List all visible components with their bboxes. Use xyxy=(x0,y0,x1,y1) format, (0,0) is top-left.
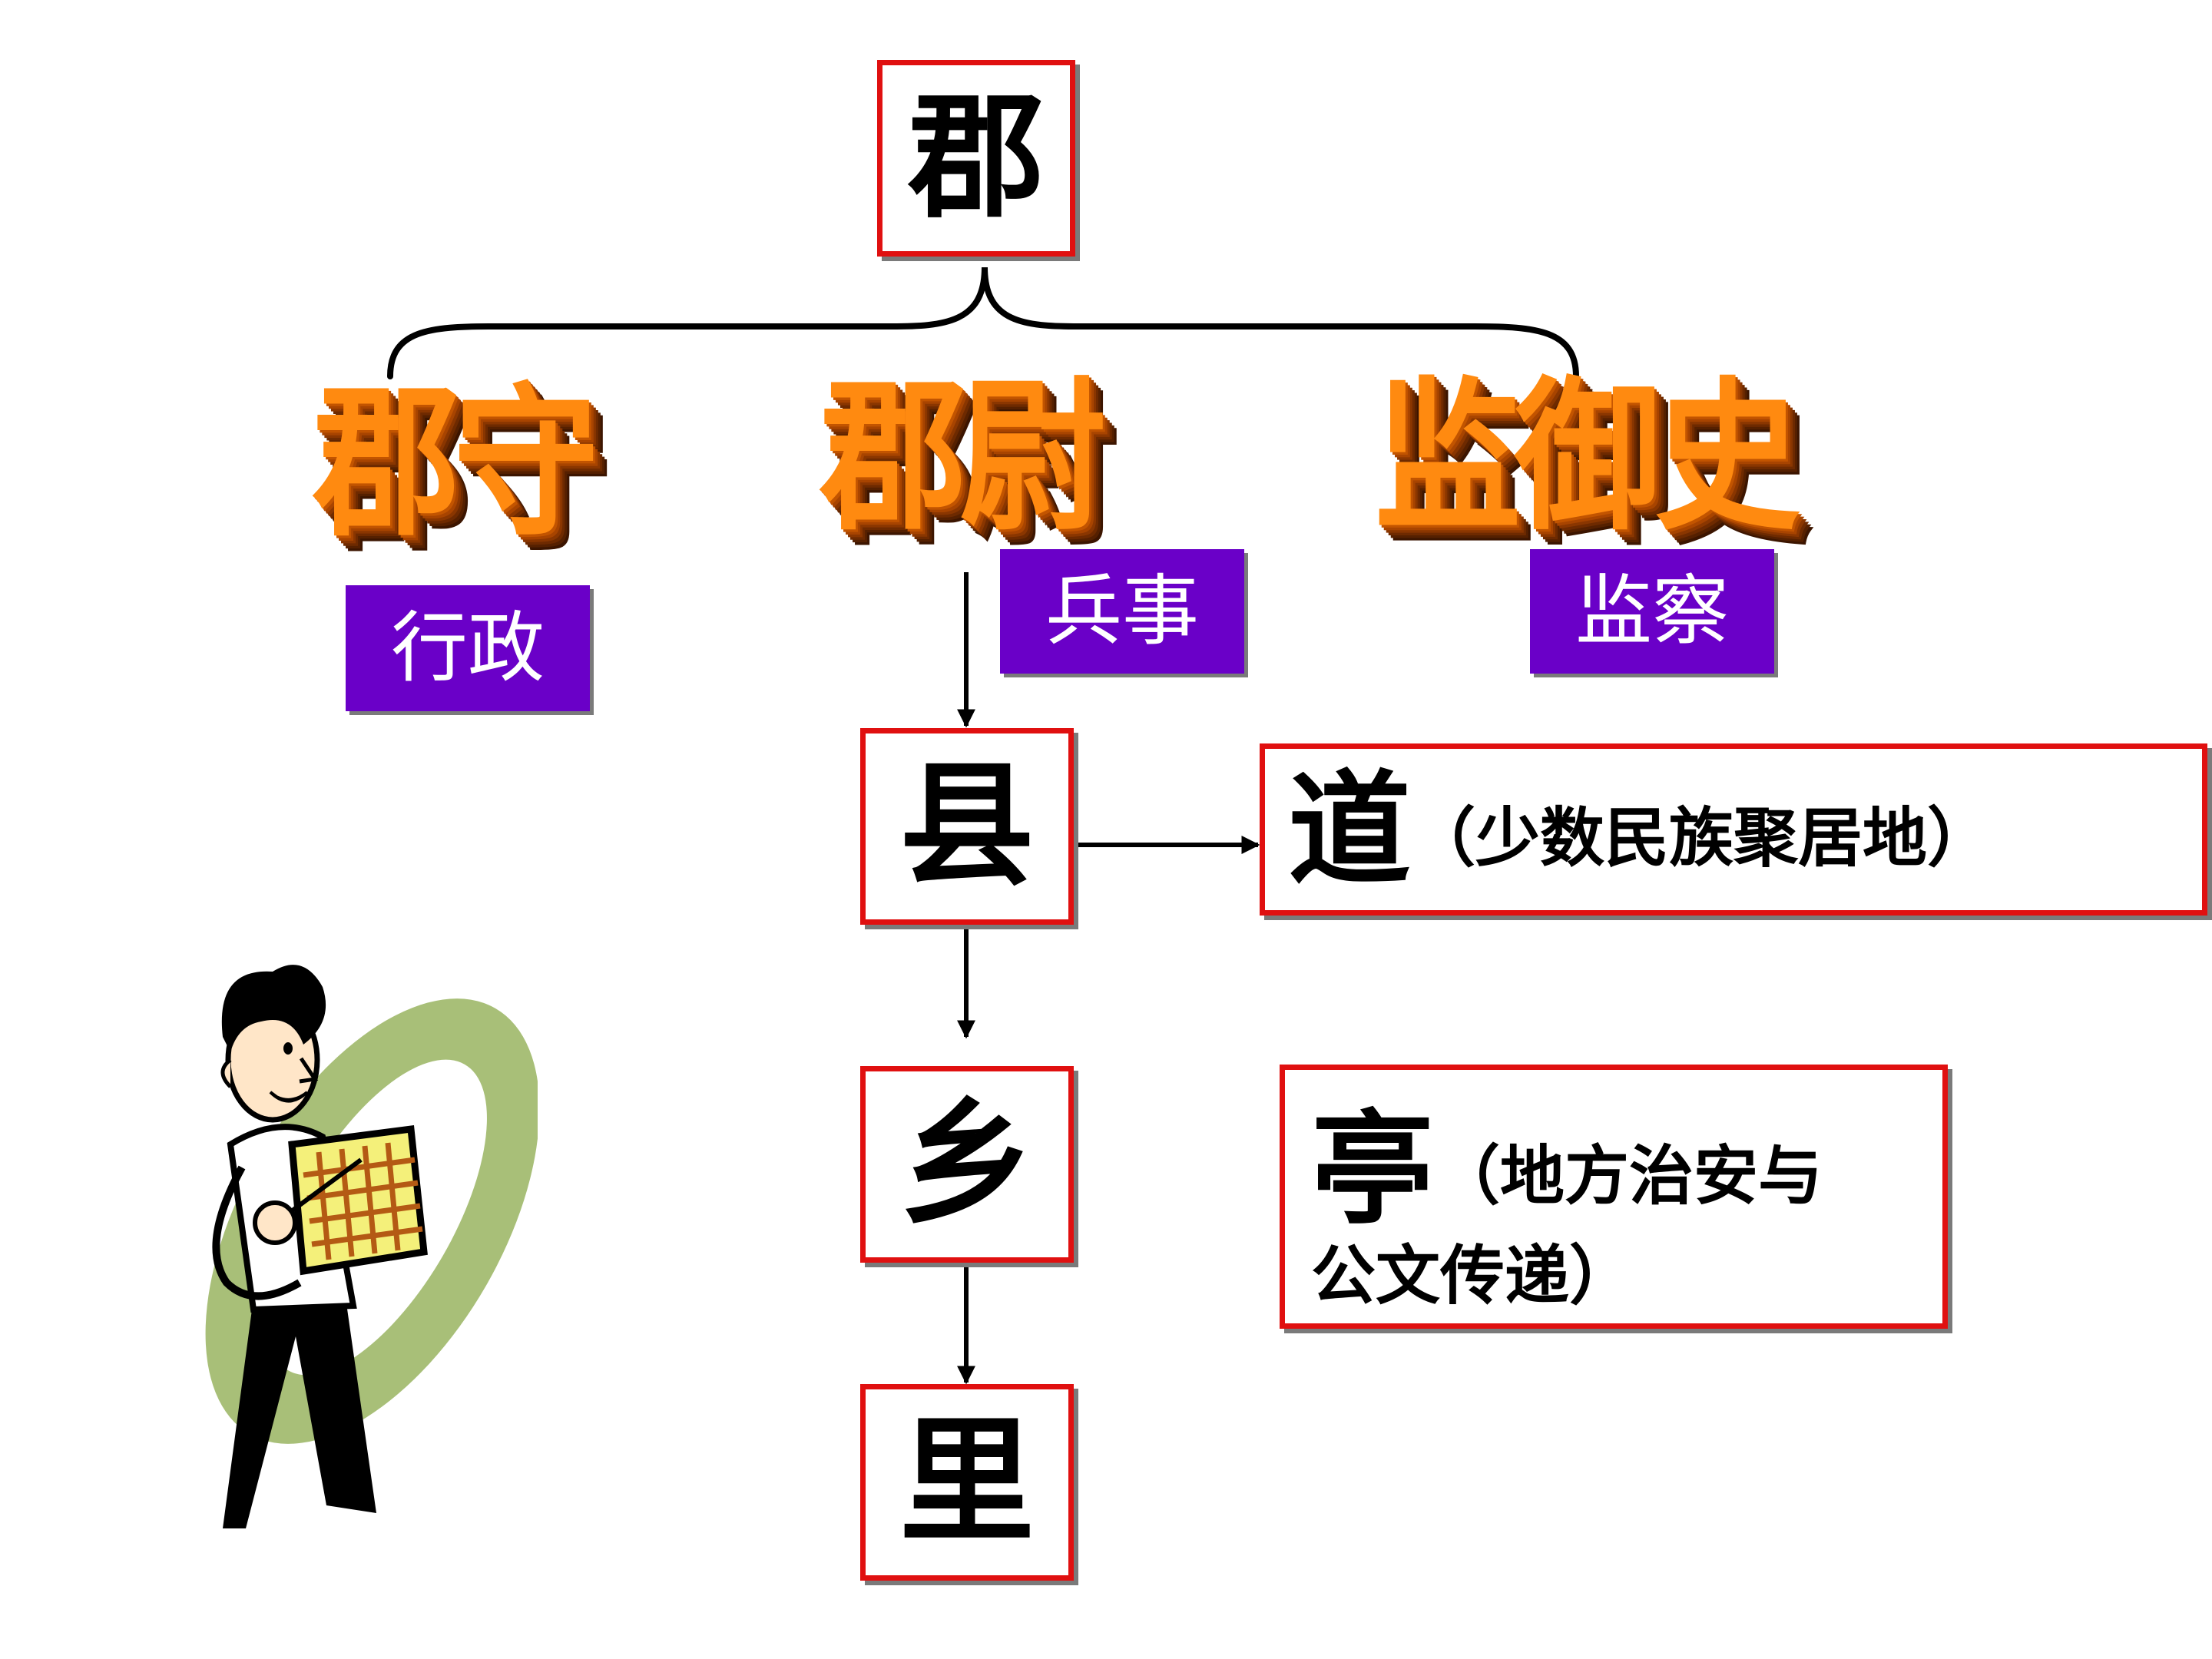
xian-box: 县 xyxy=(860,728,1074,925)
dao-label: 道 xyxy=(1288,758,1412,902)
official-title-junshou: 郡守 xyxy=(313,366,599,559)
duty-tag-bingshi: 兵事 xyxy=(1000,549,1244,674)
official-title-junwei: 郡尉 xyxy=(820,360,1106,553)
xiang-box: 乡 xyxy=(860,1066,1074,1263)
jun-label: 郡 xyxy=(908,79,1044,237)
jun-box: 郡 xyxy=(877,60,1075,257)
ting-note-line1: （地方治安与 xyxy=(1435,1138,1823,1214)
dao-box: 道 （少数民族聚居地） xyxy=(1260,743,2207,916)
duty-tag-xingzheng: 行政 xyxy=(346,585,590,711)
ting-label: 亭 xyxy=(1311,1098,1435,1241)
curly-brace-connector xyxy=(387,267,1579,379)
xian-label: 县 xyxy=(899,747,1035,905)
presenter-clipart-icon xyxy=(205,965,538,1528)
duty-tag-jiancha: 监察 xyxy=(1530,549,1774,674)
li-label: 里 xyxy=(899,1403,1035,1561)
ting-note-line2: 公文传递） xyxy=(1311,1238,1634,1313)
ting-box: 亭 （地方治安与 公文传递） xyxy=(1280,1065,1948,1329)
xiang-label: 乡 xyxy=(899,1085,1035,1243)
dao-note: （少数民族聚居地） xyxy=(1411,800,1992,876)
official-title-jianyushi: 监御史 xyxy=(1375,360,1800,553)
li-box: 里 xyxy=(860,1384,1074,1581)
